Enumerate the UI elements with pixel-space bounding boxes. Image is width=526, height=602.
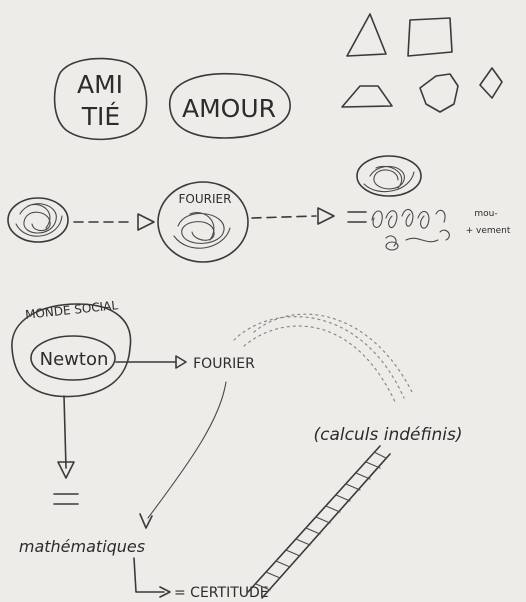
square-shape bbox=[407, 17, 453, 57]
fourier-label: FOURIER bbox=[193, 356, 255, 372]
newton-label: Newton bbox=[40, 349, 109, 370]
ladder bbox=[247, 445, 391, 599]
trapezoid-shape bbox=[341, 85, 393, 108]
social-world-bubble: MONDE SOCIAL Newton bbox=[11, 298, 132, 398]
arrow-fourier-math bbox=[139, 381, 227, 529]
dotted-arc bbox=[233, 313, 413, 405]
love-bubble: AMOUR bbox=[169, 72, 291, 139]
diamond-shape bbox=[479, 67, 503, 99]
certainty-label: = CERTITUDE bbox=[174, 585, 269, 601]
arrow-newton-math bbox=[53, 395, 79, 505]
friendship-bubble: AMI TIÉ bbox=[53, 57, 148, 141]
movement-line-2: + vement bbox=[466, 226, 511, 236]
arrow-math-certainty: = CERTITUDE bbox=[133, 557, 269, 601]
tangle-left bbox=[7, 197, 69, 243]
love-label: AMOUR bbox=[182, 94, 276, 123]
tangle-top-right bbox=[356, 155, 422, 197]
shapes-group bbox=[341, 13, 503, 113]
fourier-transform-node: FOURIER bbox=[157, 181, 249, 263]
waves-result: mou- + vement bbox=[347, 208, 511, 251]
fourier-node-label: FOURIER bbox=[179, 192, 232, 206]
arrow-newton-fourier: FOURIER bbox=[115, 355, 255, 372]
movement-line-1: mou- bbox=[474, 209, 497, 219]
social-world-label: MONDE SOCIAL bbox=[24, 298, 119, 322]
triangle-shape bbox=[346, 13, 387, 57]
friendship-line-1: AMI bbox=[77, 70, 123, 99]
mathematics-label: mathématiques bbox=[19, 537, 145, 556]
arrow-dashed-2 bbox=[251, 207, 335, 225]
arrow-dashed-1 bbox=[73, 213, 155, 231]
friendship-line-2: TIÉ bbox=[81, 102, 120, 131]
calculus-label: (calculs indéfinis) bbox=[314, 425, 463, 445]
heptagon-shape bbox=[419, 73, 459, 113]
